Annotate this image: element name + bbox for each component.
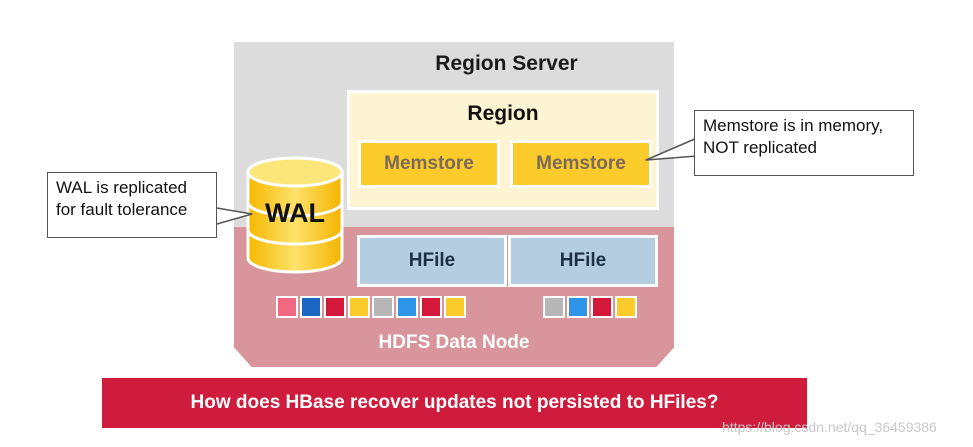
wal-label: WAL [265,198,325,228]
data-block [420,296,442,318]
data-block [591,296,613,318]
hfile-label-1: HFile [408,250,456,271]
block-row-left [276,296,466,318]
memstore-label-1: Memstore [384,153,474,174]
data-block [324,296,346,318]
region-title: Region [467,102,539,125]
wal-callout-line1: WAL is replicated [56,178,188,197]
data-block [300,296,322,318]
memstore-callout: Memstore is in memory, NOT replicated [694,110,914,176]
question-banner: How does HBase recover updates not persi… [102,378,807,428]
data-block [276,296,298,318]
watermark-text: https://blog.csdn.net/qq_36459386 [722,419,937,435]
hdfs-data-node-label: HDFS Data Node [378,332,530,353]
hfile-label-2: HFile [559,250,607,271]
data-block [615,296,637,318]
data-block [396,296,418,318]
data-block [543,296,565,318]
data-block [567,296,589,318]
memstore-box-1: Memstore [358,140,500,188]
memstore-callout-line2: NOT replicated [703,138,818,157]
region-server-title: Region Server [435,52,578,75]
memstore-callout-pointer [645,137,698,161]
wal-label-wrap: WAL [240,198,350,229]
data-block [372,296,394,318]
wal-cylinder-icon [246,156,344,274]
question-text: How does HBase recover updates not persi… [190,392,719,413]
memstore-label-2: Memstore [536,153,626,174]
wal-callout-line2: for fault tolerance [56,200,188,219]
memstore-callout-line1: Memstore is in memory, [703,116,884,135]
wal-callout: WAL is replicated for fault tolerance [47,172,217,238]
data-block [348,296,370,318]
hfile-box-1: HFile [357,235,507,287]
memstore-box-2: Memstore [510,140,652,188]
block-row-right [543,296,637,318]
hfile-box-2: HFile [508,235,658,287]
data-block [444,296,466,318]
